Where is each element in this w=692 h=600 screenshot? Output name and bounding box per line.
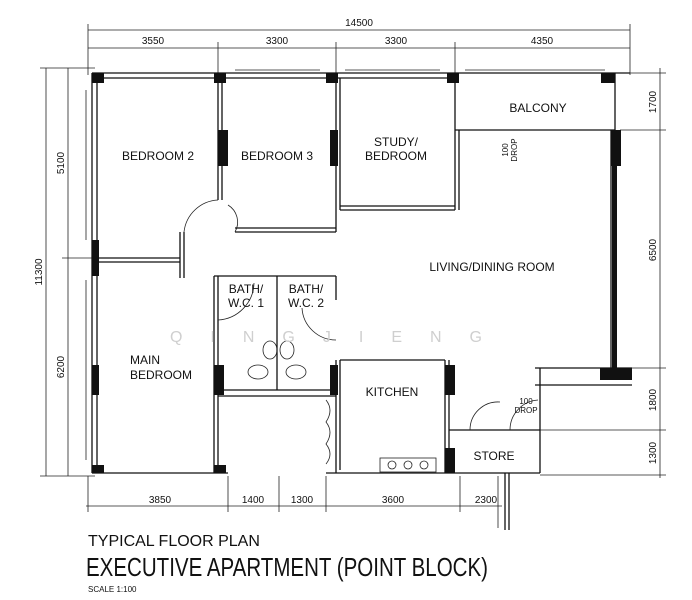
room-study-line2: BEDROOM [365,149,427,163]
drop-labels: 100 DROP 100 DROP [501,138,538,415]
dim-bottom-1: 3850 [149,495,172,506]
title-line1: TYPICAL FLOOR PLAN [88,533,260,550]
dim-top-3: 3300 [385,36,408,47]
room-kitchen: KITCHEN [366,385,419,399]
dim-right-3: 1800 [648,388,659,411]
dim-bottom-5: 2300 [475,495,498,506]
dim-bottom-2: 1400 [242,495,265,506]
room-main-line1: MAIN [130,353,160,367]
dim-right-2: 6500 [648,238,659,261]
left-dimensions [40,67,95,477]
room-bedroom-3: BEDROOM 3 [241,149,313,163]
drop-2-value: 100 [519,397,533,406]
dim-left-total: 11300 [34,258,45,286]
title-line2: EXECUTIVE APARTMENT (POINT BLOCK) [86,552,488,582]
dim-right-1: 1700 [648,90,659,113]
dim-bottom-4: 3600 [382,495,405,506]
room-bath2-line2: W.C. 2 [288,296,324,310]
room-bath1-line1: BATH/ [229,282,264,296]
dim-top-1: 3550 [142,36,165,47]
columns [92,73,632,473]
room-store: STORE [473,449,514,463]
drop-1-label: DROP [510,138,519,161]
top-dimensions [87,24,631,75]
kitchen-sink [379,457,437,473]
room-living-dining: LIVING/DINING ROOM [429,260,554,274]
dim-left-1: 5100 [56,151,67,174]
drop-1-value: 100 [501,143,510,157]
room-main-line2: BEDROOM [130,368,192,382]
bottom-dimensions [86,476,502,528]
room-balcony: BALCONY [509,101,566,115]
room-bath2-line1: BATH/ [289,282,324,296]
dim-top-4: 4350 [531,36,554,47]
dim-bottom-3: 1300 [291,495,314,506]
room-bedroom-2: BEDROOM 2 [122,149,194,163]
dim-right-4: 1300 [648,441,659,464]
walls [91,72,632,530]
windows [85,69,605,460]
scale-label: SCALE 1:100 [88,585,137,594]
dim-left-2: 6200 [56,355,67,378]
bath-fixtures [247,340,307,380]
drop-2-label: DROP [514,406,537,415]
watermark: QINGJIENG [170,329,510,346]
room-bath1-line2: W.C. 1 [228,296,264,310]
room-study-line1: STUDY/ [374,135,419,149]
room-labels: BEDROOM 2 BEDROOM 3 STUDY/ BEDROOM BALCO… [122,101,567,463]
doors [183,199,539,465]
dim-top-total: 14500 [345,18,373,29]
dim-top-2: 3300 [266,36,289,47]
